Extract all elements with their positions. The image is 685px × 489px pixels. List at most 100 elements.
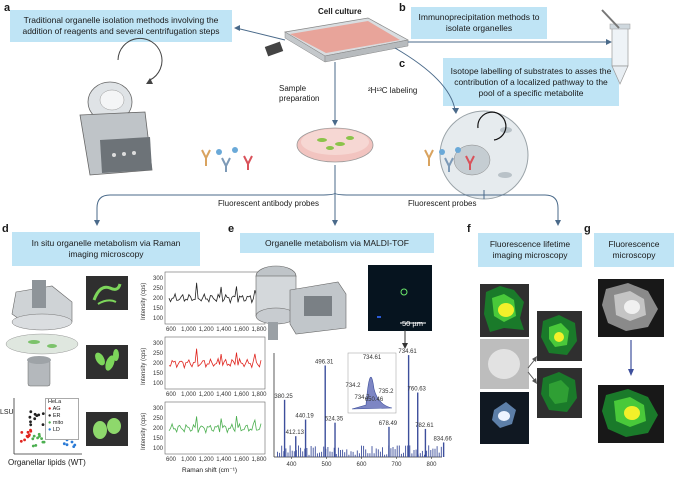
- legend-label: ER: [52, 413, 61, 419]
- box-b-text: Immunoprecipitation methods to isolate o…: [411, 7, 547, 39]
- lsu-point: [33, 417, 37, 421]
- lsu-point: [27, 434, 31, 438]
- flim-image-1: [480, 284, 529, 337]
- lsu-point: [35, 414, 39, 417]
- raman-xtick: 1,200: [199, 327, 215, 333]
- panel-e-title: Organelle metabolism via MALDI-TOF: [240, 233, 434, 253]
- fluorescence-image-1: [598, 279, 664, 337]
- legend-label: mito: [52, 420, 64, 426]
- panel-g-title: Fluorescence microscopy: [594, 233, 674, 267]
- flim-image-2: [480, 339, 529, 389]
- ms-peak-label: 782.61: [415, 423, 434, 429]
- lsu-point: [34, 444, 38, 447]
- lsu-point: [29, 420, 32, 424]
- flask-icon: [264, 17, 410, 63]
- box-c-text: Isotope labelling of substrates to asses…: [443, 58, 619, 106]
- ms-peak-label: 734.61: [398, 349, 417, 355]
- raman-xtick: 1,600: [234, 327, 250, 333]
- flim-image-3: [480, 392, 529, 444]
- raman-ytick: 200: [153, 426, 164, 432]
- ms-peak-label: 440.19: [295, 414, 314, 420]
- ms-xtick: 700: [391, 462, 402, 468]
- panel-f-title: Fluorescence lifetime imaging microscopy: [478, 233, 582, 267]
- raman-ytick: 150: [153, 371, 164, 377]
- ms-peak-label: 412.13: [286, 430, 305, 436]
- box-a-text: Traditional organelle isolation methods …: [10, 10, 232, 42]
- raman-xtick: 1,400: [216, 327, 232, 333]
- ms-xtick: 500: [321, 462, 332, 468]
- legend-title: HeLa: [48, 399, 62, 405]
- raman-xlabel: Raman shift (cm⁻¹): [182, 467, 238, 474]
- ms-peak-label: 380.25: [274, 394, 293, 400]
- raman-xtick: 1,200: [199, 392, 215, 398]
- panel-label-a: a: [4, 2, 11, 14]
- lsu-point: [41, 440, 45, 444]
- ms-inset-label: 734.2: [345, 383, 361, 389]
- lsu-point: [70, 440, 74, 444]
- raman-plot-frame: [164, 271, 266, 325]
- raman-ytick: 300: [153, 276, 164, 282]
- legend-item: ● ER: [48, 413, 61, 419]
- raman-ytick: 250: [153, 286, 164, 292]
- raman-micrograph-1: [86, 276, 128, 310]
- lsu-point: [41, 423, 45, 426]
- ms-xtick: 600: [356, 462, 367, 468]
- legend-label: LD: [52, 427, 60, 433]
- raman-ytick: 250: [153, 351, 164, 357]
- raman-spectrum-line: [168, 348, 262, 370]
- legend-item: ● LD: [48, 427, 60, 433]
- panel-d-title: In situ organelle metabolism via Raman i…: [12, 232, 200, 266]
- petri-dish-icon: [296, 127, 374, 163]
- lsu-point: [40, 437, 43, 440]
- lsu-point: [19, 439, 23, 443]
- maldi-arrow: [402, 330, 408, 349]
- raman-xtick: 1,400: [216, 392, 232, 398]
- lsu-point: [26, 430, 30, 434]
- lsu-legend: HeLa ● AG ● ER ● mito ● LD: [45, 398, 79, 440]
- organellar-lipids-label: Organellar lipids (WT): [8, 458, 86, 467]
- lsu-point: [29, 410, 33, 414]
- raman-xtick: 1,000: [181, 457, 197, 463]
- flim-image-4: [537, 311, 582, 361]
- lsu-point: [41, 412, 45, 415]
- raman-instrument-icon: [5, 280, 79, 387]
- lsu-point: [36, 436, 39, 440]
- tube-icon: [601, 9, 631, 85]
- lsu-point: [31, 437, 35, 441]
- ms-inset-peak: [351, 376, 393, 410]
- sample-prep-label: Sample preparation: [279, 84, 320, 103]
- ms-peak-label: 524.35: [325, 417, 344, 423]
- top-illustrations: [79, 9, 631, 226]
- centrifuge-icon: [79, 37, 163, 176]
- panel-label-b: b: [399, 2, 406, 14]
- lsu-point: [20, 431, 24, 434]
- raman-ytick: 200: [153, 361, 164, 367]
- antibody-probes-icon: [201, 147, 253, 172]
- labeling-label: ²H¹³C labeling: [368, 86, 418, 95]
- raman-plot-frame: [164, 401, 266, 455]
- raman-xtick: 1,800: [251, 392, 267, 398]
- ms-peak-label: 678.49: [379, 421, 398, 427]
- raman-xtick: 1,800: [251, 457, 267, 463]
- ms-inset-label: 734.61: [363, 355, 382, 361]
- lsu-point: [23, 438, 26, 442]
- raman-xtick: 1,400: [216, 457, 232, 463]
- panel-label-e: e: [228, 223, 235, 235]
- fluorescent-probes-icon: [424, 147, 475, 172]
- raman-micrograph-3: [86, 412, 128, 446]
- scale-bar-label: 50 µm: [402, 319, 423, 328]
- ms-peak-label: 496.31: [315, 359, 334, 365]
- panel-label-c: c: [399, 58, 406, 70]
- lsu-point: [62, 442, 66, 446]
- lsu-point: [29, 429, 33, 433]
- ms-xtick: 800: [426, 462, 437, 468]
- raman-ytick: 100: [153, 381, 164, 387]
- raman-plot-frame: [164, 336, 266, 390]
- raman-xtick: 1,000: [181, 392, 197, 398]
- raman-xtick: 600: [166, 392, 177, 398]
- legend-label: AG: [52, 406, 61, 412]
- maldi-micrograph: 50 µm: [368, 265, 432, 331]
- lsu-point: [37, 432, 41, 436]
